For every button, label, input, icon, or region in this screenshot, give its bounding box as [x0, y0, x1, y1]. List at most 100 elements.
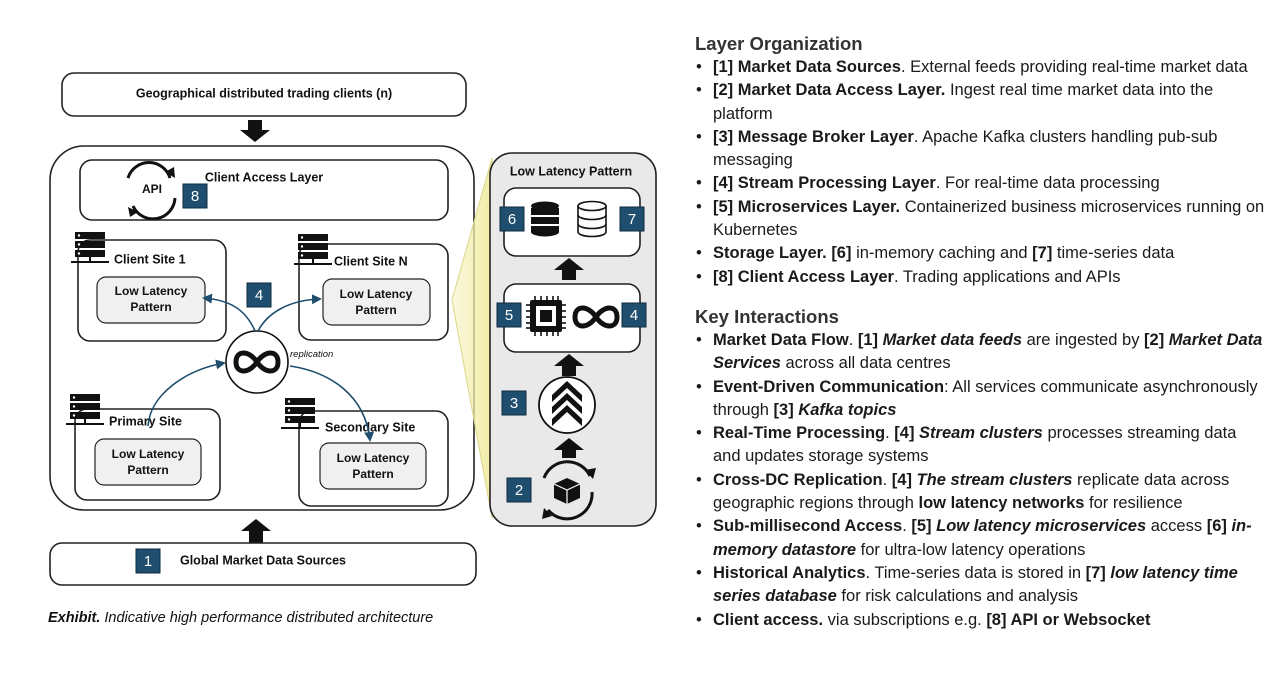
replication-label: replication: [290, 349, 333, 360]
svg-text:3: 3: [510, 395, 518, 412]
text-run: [4] Stream Processing Layer: [713, 174, 936, 193]
layer-organization-heading: Layer Organization: [695, 33, 863, 54]
database-outline-icon: [577, 200, 607, 238]
llp-line2: Pattern: [130, 300, 171, 314]
client-site-n: Client Site N Low Latency Pattern: [298, 243, 449, 341]
llp-line2: Pattern: [127, 463, 168, 477]
pattern-title: Low Latency Pattern: [510, 164, 632, 178]
secondary-site-label: Secondary Site: [325, 420, 415, 434]
text-run: . For real-time data processing: [935, 174, 1160, 193]
layer-organization-list: [1] Market Data Sources. External feeds …: [695, 56, 1265, 289]
caption-bold: Exhibit.: [48, 610, 101, 626]
client-site-n-label: Client Site N: [334, 254, 408, 268]
svg-text:6: 6: [508, 211, 516, 228]
text-run: processes streaming data and updates sto…: [713, 424, 1237, 466]
layer-item: [4] Stream Processing Layer. For real-ti…: [696, 172, 1265, 196]
text-run: via subscriptions e.g.: [823, 610, 987, 629]
text-run: [6]: [831, 244, 852, 263]
text-run: Market Data Flow: [713, 330, 849, 349]
text-run: Market Data Services: [713, 330, 1263, 373]
up-arrow-icon: [241, 519, 271, 543]
server-icon: [66, 394, 104, 425]
server-icon: [281, 398, 319, 429]
text-run: [4]: [894, 424, 915, 443]
interaction-item: Event-Driven Communication: All services…: [696, 376, 1265, 423]
client-site-1-label: Client Site 1: [114, 252, 186, 266]
text-run: Kafka topics: [798, 400, 897, 419]
interaction-item: Sub-millisecond Access. [5] Low latency …: [696, 515, 1265, 562]
infinity-icon: [572, 305, 620, 329]
text-run: low latency networks: [918, 494, 1085, 513]
llp-line2: Pattern: [355, 303, 396, 317]
figure-caption: Exhibit. Indicative high performance dis…: [48, 610, 433, 626]
badge-7: 7: [619, 206, 645, 232]
layer-item: [2] Market Data Access Layer. Ingest rea…: [696, 79, 1265, 126]
text-run: time-series data: [1052, 244, 1175, 263]
clients-label: Geographical distributed trading clients…: [136, 86, 392, 100]
text-run: : All services communicate asynchronousl…: [713, 377, 1258, 419]
client-access-layer: Client Access Layer API: [79, 159, 449, 221]
text-run: Historical Analytics: [713, 563, 866, 582]
text-run: [7]: [1032, 244, 1053, 263]
badge-4-pattern: 4: [621, 302, 647, 328]
text-run: [5]: [911, 517, 932, 536]
text-run: Low latency microservices: [936, 517, 1147, 536]
up-arrow-icon: [554, 438, 584, 458]
text-run: . Trading applications and APIs: [893, 267, 1121, 286]
replication-arrows: [147, 293, 375, 442]
llp-line1: Low Latency: [337, 451, 410, 465]
database-filled-icon: [531, 201, 559, 237]
text-run: Real-Time Processing: [713, 424, 886, 443]
badge-3: 3: [501, 390, 527, 416]
llp-line1: Low Latency: [340, 287, 413, 301]
text-run: [1]: [857, 330, 879, 349]
text-run: Event-Driven Communication: [713, 377, 945, 396]
layer-item: [3] Message Broker Layer. Apache Kafka c…: [696, 126, 1265, 173]
svg-text:2: 2: [515, 482, 523, 499]
text-run: Storage Layer.: [713, 244, 832, 263]
svg-text:4: 4: [630, 307, 638, 324]
layer-item: [8] Client Access Layer. Trading applica…: [696, 266, 1265, 290]
text-run: are ingested by: [1022, 330, 1145, 349]
text-run: .: [882, 470, 892, 489]
key-interactions-list: Market Data Flow. [1] Market data feeds …: [695, 329, 1265, 632]
text-run: replicate data across geographic regions…: [713, 470, 1230, 513]
infinity-icon: [233, 350, 281, 374]
text-run: [3] Message Broker Layer: [713, 127, 914, 146]
text-run: [2]: [1144, 330, 1165, 349]
interaction-item: Real-Time Processing. [4] Stream cluster…: [696, 422, 1265, 469]
text-run: .: [848, 330, 858, 349]
text-run: in-memory datastore: [713, 517, 1252, 559]
interaction-item: Client access. via subscriptions e.g. [8…: [696, 609, 1265, 633]
text-run: for risk calculations and analysis: [836, 587, 1079, 606]
layer-item: Storage Layer. [6] in-memory caching and…: [696, 242, 1265, 266]
market-data-sources-box: Global Market Data Sources: [49, 542, 477, 586]
replication-hub: replication: [225, 330, 333, 394]
market-sources-label: Global Market Data Sources: [180, 553, 346, 567]
primary-site: Primary Site Low Latency Pattern: [74, 408, 221, 501]
text-run: .: [885, 424, 895, 443]
text-run: [3]: [773, 400, 794, 419]
text-run: [6]: [1206, 517, 1227, 536]
server-icon: [294, 234, 332, 265]
text-run: low latency time series database: [713, 563, 1238, 606]
text-run: Ingest real time market data into the pl…: [713, 81, 1214, 123]
badge-8: 8: [182, 183, 208, 209]
text-run: Stream clusters: [919, 424, 1043, 443]
text-run: Containerized business microservices run…: [713, 197, 1265, 240]
text-run: Cross-DC Replication: [713, 470, 883, 489]
llp-line1: Low Latency: [115, 284, 188, 298]
text-run: [8] API or Websocket: [986, 610, 1151, 629]
text-run: in-memory caching and: [851, 244, 1033, 263]
down-arrow-icon: [240, 120, 270, 142]
text-run: Client access.: [713, 610, 824, 629]
ingest-cycle-icon: [542, 460, 596, 521]
svg-text:5: 5: [505, 307, 513, 324]
text-run: access: [1146, 517, 1207, 536]
text-run: The stream clusters: [916, 470, 1073, 489]
badge-5: 5: [496, 302, 522, 328]
text-run: [7]: [1085, 563, 1106, 582]
up-arrow-icon: [554, 258, 584, 280]
text-run: . Time-series data is stored in: [865, 563, 1086, 582]
